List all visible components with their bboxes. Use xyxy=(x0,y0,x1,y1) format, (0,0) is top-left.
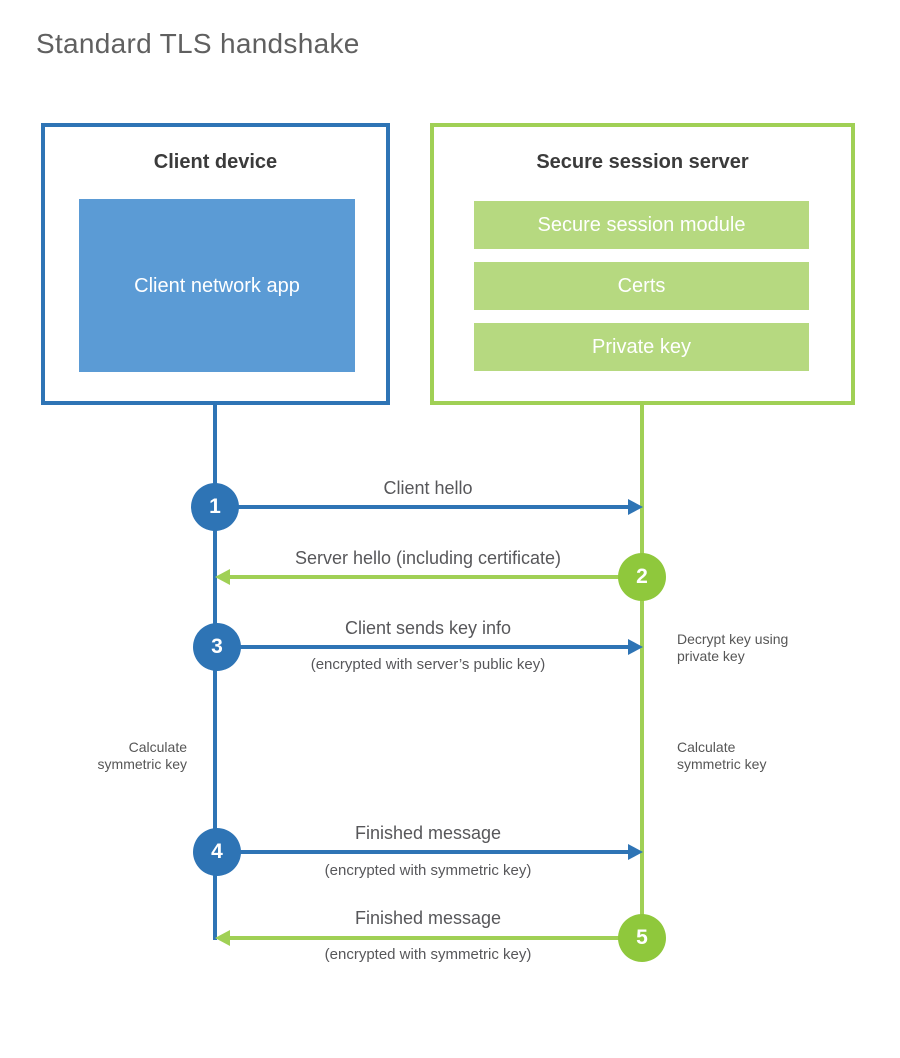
step4-label: Finished message xyxy=(354,823,502,843)
server-module-secure-session: Secure session module xyxy=(474,201,809,249)
step3-arrowhead-icon xyxy=(628,639,643,655)
step3-circle: 3 xyxy=(193,623,241,671)
client-device-title: Client device xyxy=(153,151,278,173)
step2-arrow xyxy=(230,575,642,579)
step1-arrowhead-icon xyxy=(628,499,643,515)
server-lifeline xyxy=(640,405,644,940)
note-decrypt-key: Decrypt key using private key xyxy=(677,631,789,664)
page-title: Standard TLS handshake xyxy=(36,28,360,59)
step4-arrowhead-icon xyxy=(628,844,643,860)
step1-label: Client hello xyxy=(383,478,473,498)
step5-label: Finished message xyxy=(354,908,502,928)
step5-circle: 5 xyxy=(618,914,666,962)
step1-arrow xyxy=(215,505,628,509)
note-calc-symmetric-right: Calculate symmetric key xyxy=(677,739,767,772)
client-lifeline xyxy=(213,405,217,940)
step1-circle: 1 xyxy=(191,483,239,531)
step5-arrowhead-icon xyxy=(215,930,230,946)
client-network-app-box: Client network app xyxy=(79,199,355,372)
server-module-private-key: Private key xyxy=(474,323,809,371)
server-module-certs: Certs xyxy=(474,262,809,310)
step3-sublabel: (encrypted with server’s public key) xyxy=(310,656,546,673)
step4-circle: 4 xyxy=(193,828,241,876)
step2-label: Server hello (including certificate) xyxy=(294,548,562,568)
step2-arrowhead-icon xyxy=(215,569,230,585)
secure-session-server-title: Secure session server xyxy=(536,151,749,173)
step5-sublabel: (encrypted with symmetric key) xyxy=(324,946,532,963)
client-network-app-label: Client network app xyxy=(134,274,300,297)
step5-arrow xyxy=(230,936,642,940)
step3-label: Client sends key info xyxy=(344,618,512,638)
step2-circle: 2 xyxy=(618,553,666,601)
step4-arrow xyxy=(215,850,628,854)
step3-arrow xyxy=(215,645,628,649)
note-calc-symmetric-left: Calculate symmetric key xyxy=(97,739,187,772)
step4-sublabel: (encrypted with symmetric key) xyxy=(324,862,532,879)
